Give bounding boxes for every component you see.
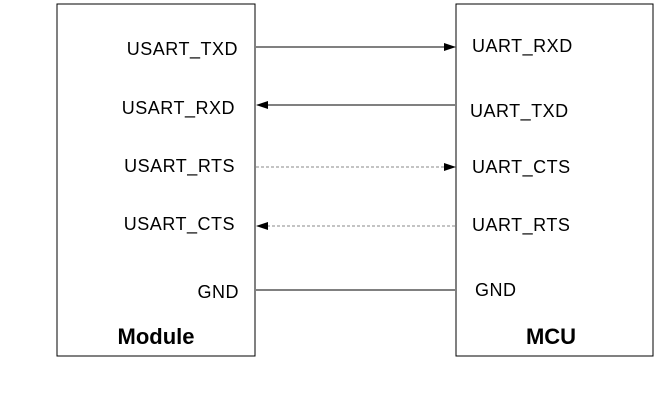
module-pin-usart-txd: USART_TXD <box>127 39 238 60</box>
mcu-title: MCU <box>526 324 576 349</box>
module-pin-gnd: GND <box>198 282 240 302</box>
module-pin-usart-rts: USART_RTS <box>124 156 235 177</box>
mcu-pin-uart-txd: UART_TXD <box>470 101 569 122</box>
mcu-block <box>455 3 654 357</box>
module-block <box>56 3 256 357</box>
mcu-pin-uart-rxd: UART_RXD <box>472 36 573 57</box>
mcu-pin-uart-rts: UART_RTS <box>472 215 570 236</box>
module-title: Module <box>118 324 195 349</box>
mcu-pin-uart-cts: UART_CTS <box>472 157 571 178</box>
mcu-pin-gnd: GND <box>475 280 517 300</box>
module-pin-usart-cts: USART_CTS <box>124 214 235 235</box>
module-pin-usart-rxd: USART_RXD <box>122 98 235 119</box>
